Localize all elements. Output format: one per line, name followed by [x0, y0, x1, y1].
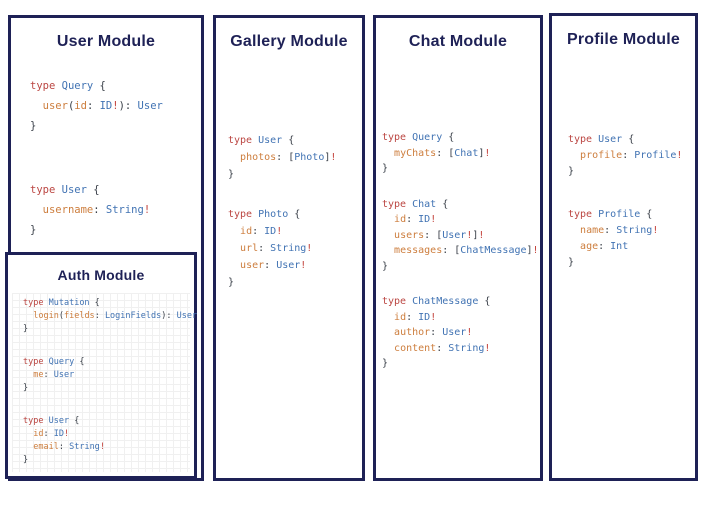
user-module-code: type Query { user(id: ID!): User} type Us… [30, 76, 163, 284]
chat-module-panel: Chat Module type Query { myChats: [Chat]… [373, 15, 543, 481]
code-line: } [23, 324, 29, 334]
code-line: } [568, 257, 575, 268]
code-line: type Mutation { [23, 298, 100, 308]
code-line: } [23, 455, 29, 465]
code-line: type User { [568, 134, 635, 145]
code-line: type User { [23, 416, 80, 426]
code-line: user: User! [240, 260, 307, 271]
code-line: } [568, 166, 575, 177]
code-line: type Photo { [228, 209, 301, 220]
code-line: } [30, 224, 37, 236]
code-line: username: String! [42, 204, 151, 216]
code-line: url: String! [240, 243, 313, 254]
code-line: id: ID! [33, 429, 70, 439]
gallery-module-panel: Gallery Module type User { photos: [Phot… [213, 15, 365, 481]
code-line: type ChatMessage { [382, 296, 491, 307]
chat-module-title: Chat Module [408, 33, 508, 50]
code-line: } [30, 120, 37, 132]
code-line: myChats: [Chat]! [394, 147, 491, 159]
code-line: id: ID! [394, 214, 437, 225]
code-line: type Query { [30, 80, 106, 92]
user-module-title: User Module [56, 33, 156, 50]
code-line: me: User [33, 370, 75, 380]
grid-background [12, 293, 190, 472]
code-line: } [228, 277, 235, 288]
gallery-module-code: type User { photos: [Photo]!} type Photo … [228, 132, 336, 314]
code-line: user(id: ID!): User [42, 100, 163, 112]
auth-module-panel: Auth Module type Mutation { login(fields… [5, 252, 197, 479]
code-line: users: [User!]! [394, 229, 485, 241]
code-line: photos: [Photo]! [240, 152, 337, 163]
profile-module-code: type User { profile: Profile!} type Profi… [568, 132, 682, 298]
code-line: type Chat { [382, 198, 449, 210]
code-line: } [382, 163, 389, 174]
code-line: } [23, 383, 29, 393]
code-line: } [382, 260, 389, 272]
code-line: content: String! [394, 342, 491, 354]
code-line: } [382, 358, 389, 369]
code-line: type Query { [382, 132, 455, 143]
chat-module-code: type Query { myChats: [Chat]!} type Chat … [382, 130, 539, 392]
code-line: login(fields: LoginFields): User [33, 311, 198, 321]
code-line: age: Int [580, 241, 629, 252]
code-line: messages: [ChatMessage]! [394, 245, 539, 256]
code-line: id: ID! [394, 311, 437, 323]
code-line: author: User! [394, 327, 473, 338]
profile-module-panel: Profile Module type User { profile: Prof… [549, 13, 698, 481]
code-line: type User { [228, 135, 295, 146]
auth-module-title: Auth Module [57, 267, 145, 283]
code-line: email: String! [33, 442, 105, 452]
code-line: name: String! [580, 225, 659, 236]
gallery-module-title: Gallery Module [230, 33, 348, 50]
code-line: } [228, 169, 235, 180]
code-line: profile: Profile! [580, 150, 683, 161]
code-line: type Query { [23, 357, 85, 367]
code-line: type User { [30, 184, 100, 196]
code-line: id: ID! [240, 226, 283, 237]
auth-module-code: type Mutation { login(fields: LoginField… [23, 297, 197, 487]
profile-module-title: Profile Module [566, 31, 681, 48]
code-line: type Profile { [568, 209, 653, 220]
